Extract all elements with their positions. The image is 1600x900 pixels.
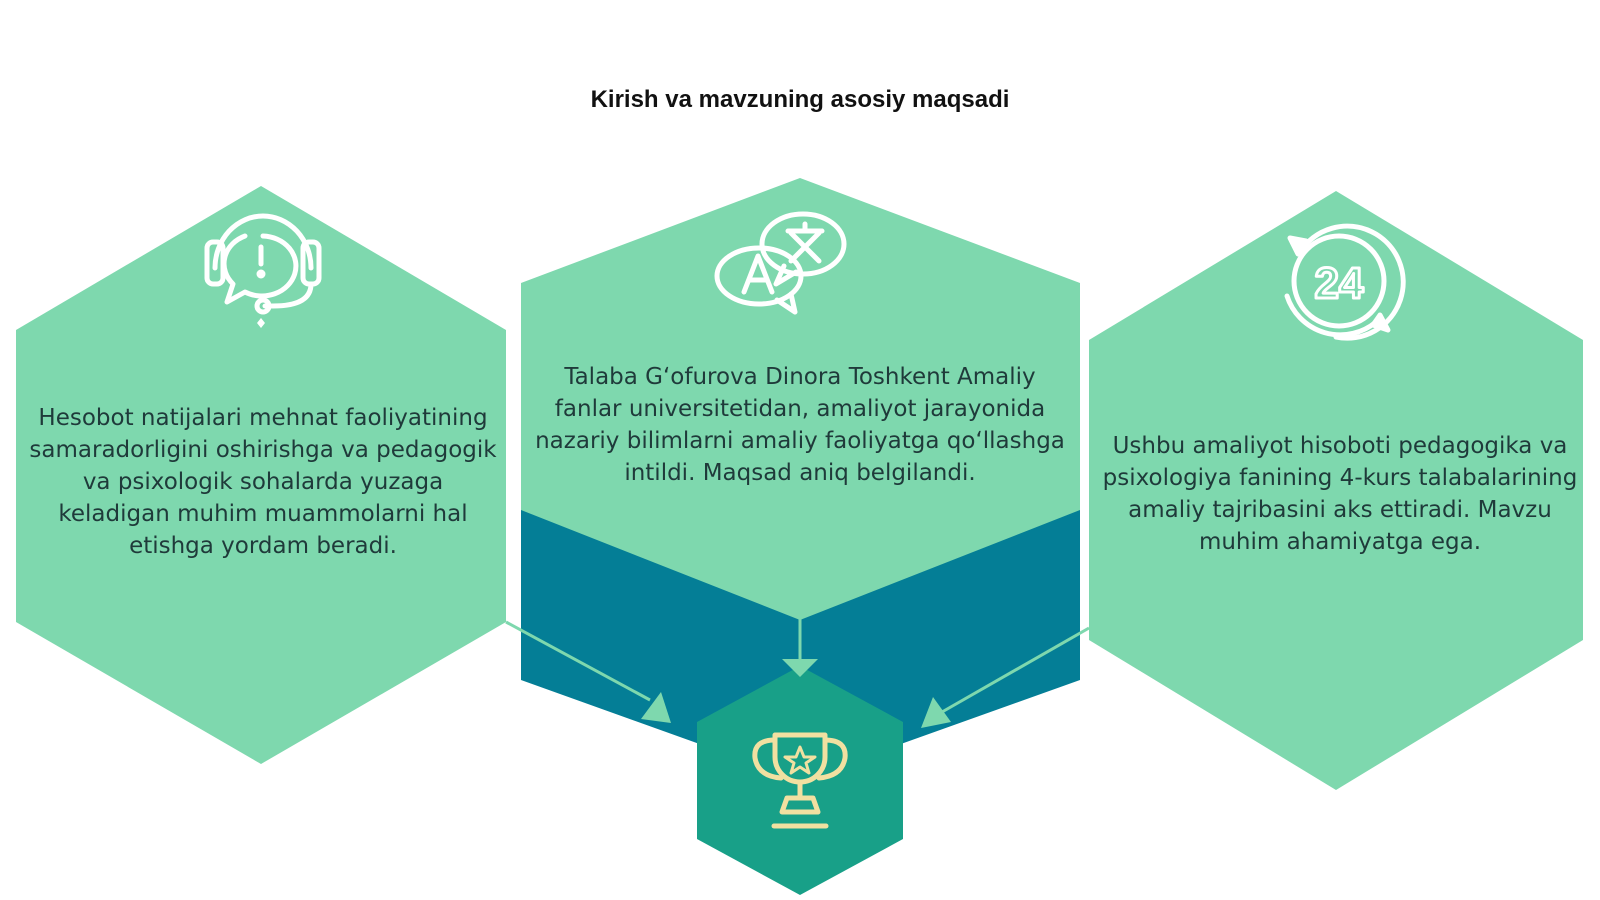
center-hexagon-light <box>521 178 1080 620</box>
arrow-left <box>505 620 671 723</box>
page-title: Kirish va mavzuning asosiy maqsadi <box>590 86 1010 113</box>
headset-support-icon <box>204 213 322 328</box>
24-hours-label: 24 <box>1315 259 1364 308</box>
right-hexagon <box>1089 191 1583 790</box>
translate-speech-icon <box>714 211 847 315</box>
left-hexagon <box>16 186 506 764</box>
right-hexagon-text: Ushbu amaliyot hisoboti pedagogika va ps… <box>1102 433 1578 555</box>
arrow-right <box>921 626 1090 728</box>
left-hexagon-text: Hesobot natijalari mehnat faoliyatining … <box>29 405 497 559</box>
trophy-icon <box>752 732 848 829</box>
arrow-center <box>782 618 818 677</box>
center-hexagon-text: Talaba Gʻofurova Dinora Toshkent Amaliy … <box>535 364 1065 486</box>
24-hours-icon: 24 <box>1284 223 1406 341</box>
